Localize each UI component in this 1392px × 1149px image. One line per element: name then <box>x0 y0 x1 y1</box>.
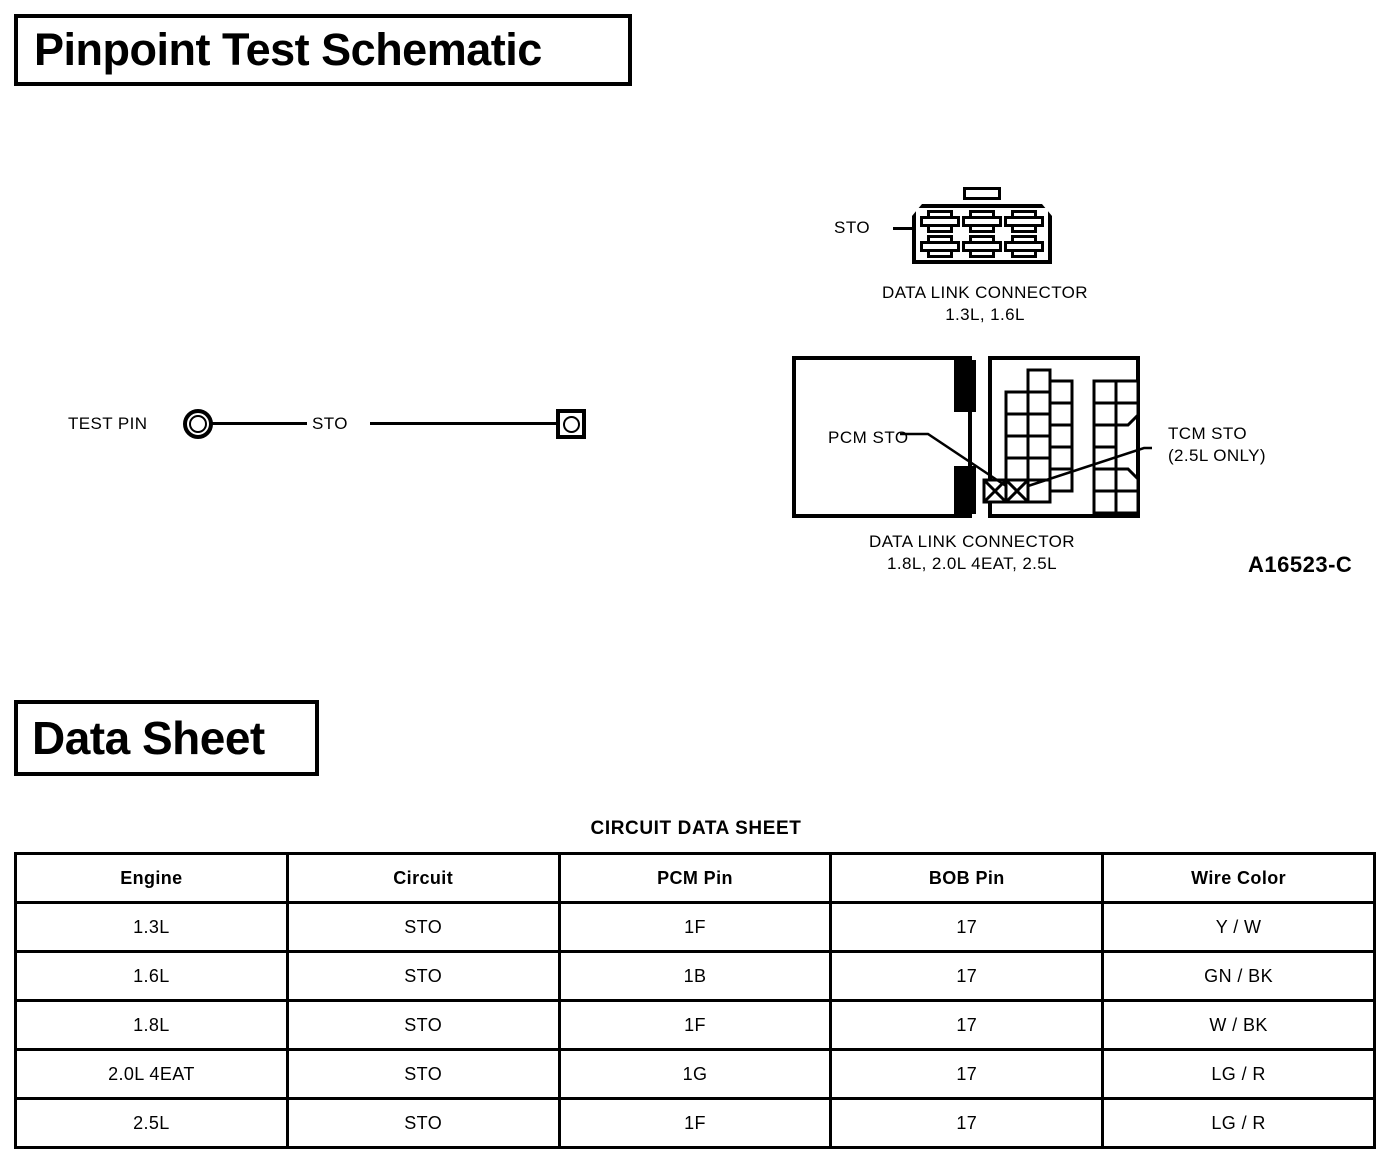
dlc-lower-caption-line2: 1.8L, 2.0L 4EAT, 2.5L <box>886 554 1058 573</box>
cell-bob-pin: 17 <box>829 1048 1105 1100</box>
cell-pcm-pin: 1F <box>557 999 833 1051</box>
wire-segment-right <box>370 422 570 425</box>
cell-bob-pin: 17 <box>829 1097 1105 1149</box>
connector-body-outline <box>988 356 1140 518</box>
column-header-bob-pin: BOB Pin <box>829 852 1105 904</box>
connector-keying-bar-top <box>954 360 976 412</box>
cell-wire-color: LG / R <box>1101 1097 1376 1149</box>
dlc-upper-caption-line2: 1.3L, 1.6L <box>945 305 1025 324</box>
column-header-circuit: Circuit <box>285 852 561 904</box>
cell-circuit: STO <box>285 950 561 1002</box>
test-circuit-diagram: TEST PIN STO <box>60 398 620 454</box>
table-row: 1.6L STO 1B 17 GN / BK <box>14 950 1376 1002</box>
connector-cavity-icon <box>920 210 960 233</box>
dlc-upper-sto-label: STO <box>834 218 871 237</box>
connector-cavity-icon <box>920 235 960 258</box>
cell-engine: 1.3L <box>14 901 289 953</box>
data-sheet-heading-box: Data Sheet <box>14 700 319 776</box>
dlc-upper-caption: DATA LINK CONNECTOR 1.3L, 1.6L <box>860 282 1110 326</box>
table-row: 2.0L 4EAT STO 1G 17 LG / R <box>14 1048 1376 1100</box>
table-row: 2.5L STO 1F 17 LG / R <box>14 1097 1376 1149</box>
test-pin-label: TEST PIN <box>68 414 148 433</box>
cell-bob-pin: 17 <box>829 950 1105 1002</box>
dlc-lower-caption-line1: DATA LINK CONNECTOR <box>869 532 1075 551</box>
cell-circuit: STO <box>285 1048 561 1100</box>
dlc-lower-caption: DATA LINK CONNECTOR 1.8L, 2.0L 4EAT, 2.5… <box>852 531 1092 575</box>
circuit-data-sheet-table: Engine Circuit PCM Pin BOB Pin Wire Colo… <box>14 852 1376 1149</box>
tcm-sto-label: TCM STO (2.5L ONLY) <box>1168 423 1266 467</box>
circuit-data-sheet-title: CIRCUIT DATA SHEET <box>590 818 802 839</box>
pcm-sto-label: PCM STO <box>828 428 909 447</box>
data-link-connector-lower: PCM STO TCM STO (2.5L ONLY) DATA LINK CO… <box>792 356 1266 586</box>
cell-pcm-pin: 1G <box>557 1048 833 1100</box>
cell-bob-pin: 17 <box>829 999 1105 1051</box>
cell-wire-color: Y / W <box>1101 901 1376 953</box>
pinpoint-test-heading-box: Pinpoint Test Schematic <box>14 14 632 86</box>
sto-circuit-label: STO <box>312 414 348 433</box>
cell-engine: 1.8L <box>14 999 289 1051</box>
wire-segment-left <box>212 422 307 425</box>
cell-wire-color: GN / BK <box>1101 950 1376 1002</box>
tcm-sto-label-line1: TCM STO <box>1168 424 1247 443</box>
cell-circuit: STO <box>285 999 561 1051</box>
cell-engine: 2.5L <box>14 1097 289 1149</box>
dlc-upper-caption-line1: DATA LINK CONNECTOR <box>882 283 1088 302</box>
cell-wire-color: LG / R <box>1101 1048 1376 1100</box>
cell-pcm-pin: 1F <box>557 901 833 953</box>
terminal-inner-circle-icon <box>562 415 580 433</box>
connector-cavity-icon <box>1004 210 1044 233</box>
figure-id: A16523-C <box>1248 552 1353 577</box>
column-header-pcm-pin: PCM Pin <box>557 852 833 904</box>
table-row: 1.3L STO 1F 17 Y / W <box>14 901 1376 953</box>
data-link-connector-upper: STO DATA LINK CONNECTOR 1.3L, 1.6L <box>820 187 1110 335</box>
connector-keying-bar-bottom <box>954 466 976 514</box>
cell-engine: 2.0L 4EAT <box>14 1048 289 1100</box>
square-terminal-icon <box>556 409 586 439</box>
cell-pcm-pin: 1B <box>557 950 833 1002</box>
tcm-sto-label-line2: (2.5L ONLY) <box>1168 446 1266 465</box>
connector-cavity-icon <box>962 210 1002 233</box>
cell-circuit: STO <box>285 1097 561 1149</box>
column-header-engine: Engine <box>14 852 289 904</box>
cell-engine: 1.6L <box>14 950 289 1002</box>
table-header-row: Engine Circuit PCM Pin BOB Pin Wire Colo… <box>14 852 1376 904</box>
column-header-wire-color: Wire Color <box>1101 852 1376 904</box>
connector-cavity-grid <box>920 210 1044 258</box>
cell-pcm-pin: 1F <box>557 1097 833 1149</box>
schematic-page: Pinpoint Test Schematic TEST PIN STO STO… <box>14 14 1376 1149</box>
pinpoint-test-heading-text: Pinpoint Test Schematic <box>34 24 542 75</box>
table-row: 1.8L STO 1F 17 W / BK <box>14 999 1376 1051</box>
connector-latch-tab-icon <box>963 187 1001 200</box>
test-pin-ring-icon <box>183 409 213 439</box>
connector-cavity-icon <box>962 235 1002 258</box>
cell-wire-color: W / BK <box>1101 999 1376 1051</box>
connector-cavity-icon <box>1004 235 1044 258</box>
cell-bob-pin: 17 <box>829 901 1105 953</box>
cell-circuit: STO <box>285 901 561 953</box>
data-sheet-heading-text: Data Sheet <box>32 712 265 764</box>
